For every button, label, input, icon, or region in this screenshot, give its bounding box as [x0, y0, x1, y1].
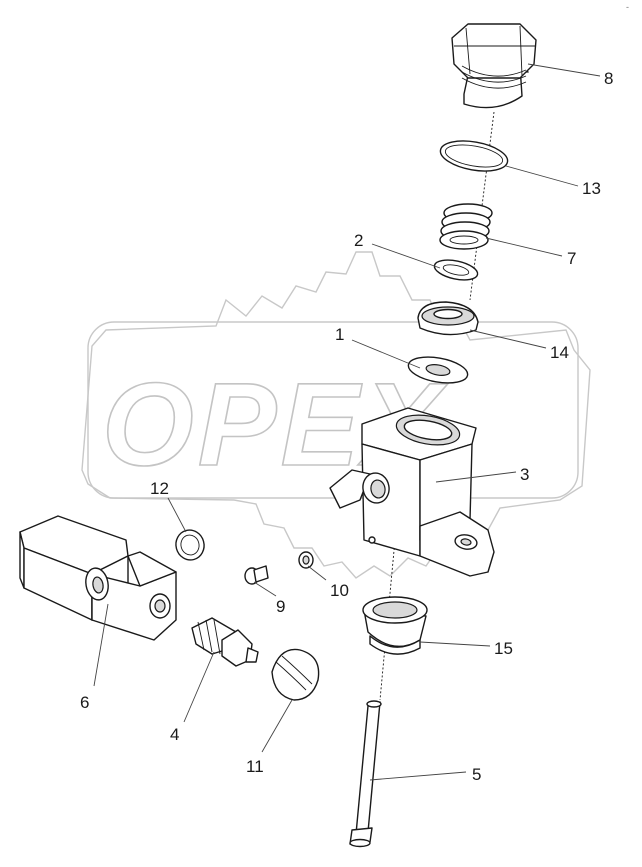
- part-4-fitting: [191, 617, 259, 667]
- leader-13: [505, 165, 579, 187]
- callout-15: 15: [494, 639, 513, 658]
- leader-7: [485, 237, 563, 257]
- part-11-cap: [271, 648, 320, 701]
- part-9-screw: [244, 565, 269, 585]
- leader-2: [371, 243, 441, 269]
- callout-7: 7: [567, 249, 576, 268]
- callout-2: 2: [354, 231, 363, 250]
- leader-9: [253, 581, 277, 597]
- leader-12: [167, 497, 187, 533]
- part-15-bushing: [362, 596, 428, 655]
- callout-9: 9: [276, 597, 285, 616]
- watermark-logo: OPEX: [81, 251, 591, 579]
- leader-5: [369, 771, 467, 781]
- leader-6: [93, 603, 109, 687]
- leader-10: [307, 565, 327, 581]
- watermark-plate: [87, 321, 579, 499]
- part-14-seat: [417, 301, 479, 336]
- leader-4: [183, 651, 215, 723]
- callout-3: 3: [520, 465, 529, 484]
- leader-3: [435, 471, 517, 483]
- callout-5: 5: [472, 765, 481, 784]
- callout-4: 4: [170, 725, 179, 744]
- leader-lines: [93, 63, 601, 781]
- part-13-o-ring: [439, 140, 509, 172]
- leader-11: [261, 699, 293, 753]
- part-callouts: 8 13 7 2 14 1 3 12 9 10 6 4 11 15 5: [80, 69, 613, 784]
- part-1-valve-disc: [407, 356, 469, 384]
- part-12-seal-ring: [175, 529, 205, 561]
- part-7-spring: [439, 203, 493, 250]
- callout-6: 6: [80, 693, 89, 712]
- leader-1: [351, 339, 421, 369]
- callout-1: 1: [335, 325, 344, 344]
- callout-8: 8: [604, 69, 613, 88]
- part-2-washer: [433, 259, 479, 281]
- callout-10: 10: [330, 581, 349, 600]
- leader-8: [527, 63, 601, 77]
- callout-13: 13: [582, 179, 601, 198]
- leader-15: [419, 641, 491, 647]
- part-8-hex-plug: [451, 23, 537, 109]
- part-3-valve-body: [329, 407, 495, 577]
- callout-14: 14: [550, 343, 569, 362]
- part-6-block: [19, 515, 177, 641]
- callout-12: 12: [150, 479, 169, 498]
- part-10-nut: [298, 551, 314, 569]
- callout-11: 11: [246, 757, 264, 776]
- part-5-pin: [349, 700, 382, 848]
- leader-14: [469, 329, 547, 349]
- corner-mark: -: [626, 2, 629, 12]
